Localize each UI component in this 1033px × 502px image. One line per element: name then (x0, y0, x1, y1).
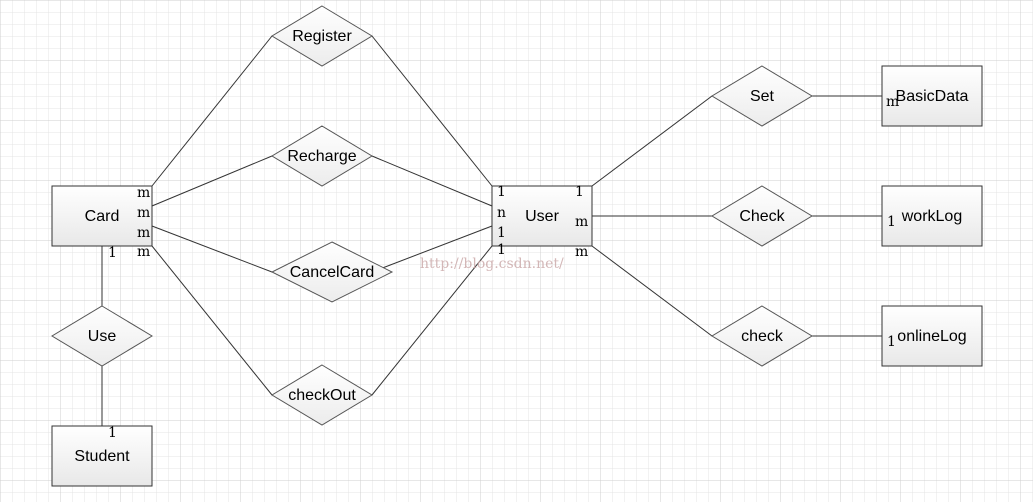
relationship-checkout[interactable]: checkOut (271, 364, 373, 426)
cardinality-user-recharge: n (497, 205, 506, 221)
relationship-label: Recharge (287, 148, 356, 165)
relationship-label: Use (88, 328, 117, 345)
relationship-recharge[interactable]: Recharge (271, 125, 373, 187)
relationship-label: checkOut (288, 387, 356, 404)
edge-card-register (151, 35, 273, 187)
edge-user-check-lower (591, 245, 713, 337)
cardinality-user-set: 1 (575, 184, 584, 200)
edge-recharge-user (371, 155, 493, 207)
edge-register-user (371, 35, 493, 187)
relationship-label: Check (739, 208, 785, 225)
entity-label: Card (85, 208, 120, 225)
relationship-label: Set (750, 88, 775, 105)
cardinality-basicdata-set: m (886, 94, 899, 110)
edge-checkout-user (371, 245, 493, 396)
cardinality-user-check: m (575, 214, 588, 230)
cardinality-user-register: 1 (497, 184, 506, 200)
relationship-register[interactable]: Register (271, 5, 373, 67)
entity-label: User (525, 208, 559, 225)
cardinality-user-checkout: 1 (497, 242, 506, 258)
relationship-check-lower[interactable]: check (711, 305, 813, 367)
edge-card-checkout (151, 245, 273, 396)
cardinality-card-recharge: m (137, 205, 150, 221)
cardinality-card-register: m (137, 185, 150, 201)
cardinality-card-checkout: m (137, 244, 150, 260)
edge-cancelcard-user (371, 225, 493, 273)
edge-user-set (591, 95, 713, 187)
relationship-label: CancelCard (290, 264, 374, 281)
entity-label: BasicData (896, 88, 969, 105)
entity-onlinelog[interactable]: onlineLog (881, 305, 983, 367)
entity-label: onlineLog (897, 328, 966, 345)
edge-card-recharge (151, 155, 273, 207)
cardinality-onlinelog-check: 1 (887, 334, 896, 350)
relationship-cancelcard[interactable]: CancelCard (270, 241, 394, 303)
cardinalities: m m m m 1 1 1 n 1 1 1 m m m 1 1 (108, 94, 899, 441)
entity-basicdata[interactable]: BasicData (881, 65, 983, 127)
edges (101, 35, 882, 426)
entity-label: workLog (901, 208, 962, 225)
entity-user[interactable]: User (491, 185, 593, 247)
relationship-label: check (741, 328, 784, 345)
watermark-text: http://blog.csdn.net/ (420, 256, 564, 272)
entity-worklog[interactable]: workLog (881, 185, 983, 247)
cardinality-card-cancel: m (137, 225, 150, 241)
edge-card-cancelcard (151, 225, 273, 273)
cardinality-worklog-check: 1 (887, 214, 896, 230)
cardinality-card-use: 1 (108, 245, 117, 261)
entity-student[interactable]: Student (51, 425, 153, 487)
entity-card[interactable]: Card (51, 185, 153, 247)
cardinality-user-check-lower: m (575, 244, 588, 260)
relationship-label: Register (292, 28, 352, 45)
entity-label: Student (74, 448, 130, 465)
cardinality-user-cancel: 1 (497, 225, 506, 241)
relationship-set[interactable]: Set (711, 65, 813, 127)
cardinality-student-use: 1 (108, 425, 117, 441)
relationship-use[interactable]: Use (51, 305, 153, 367)
relationship-check[interactable]: Check (711, 185, 813, 247)
